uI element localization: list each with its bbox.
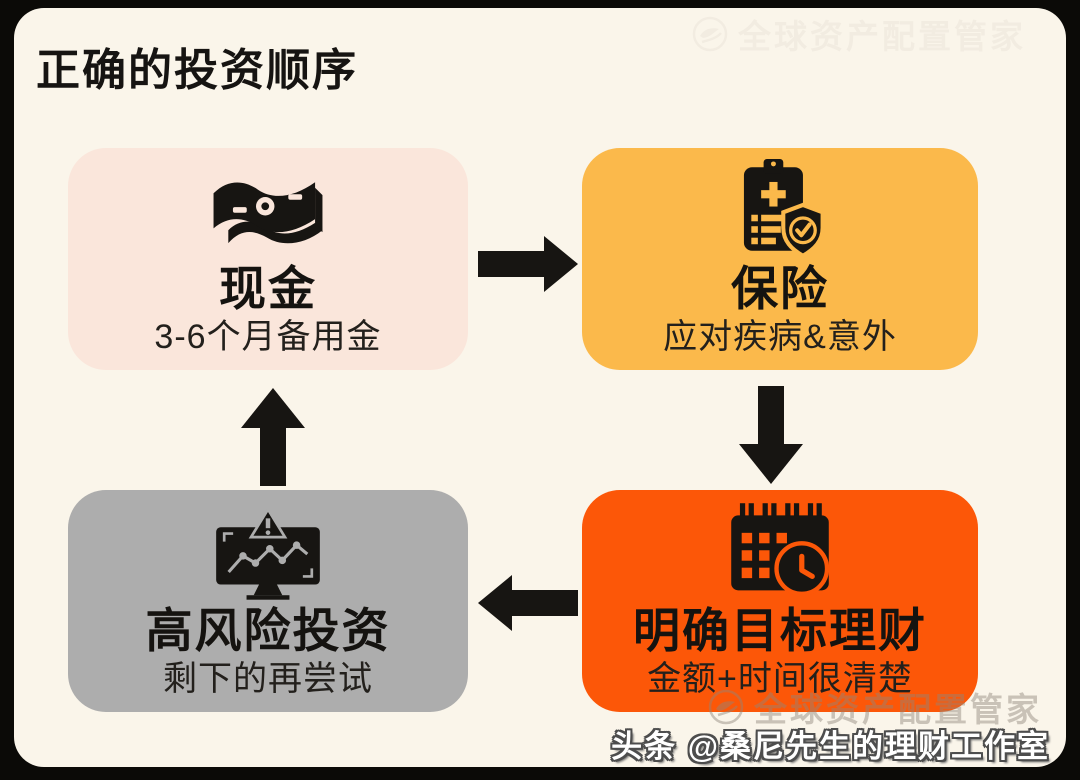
- node-subtitle-insurance: 应对疾病&意外: [663, 318, 897, 357]
- watermark-text: 全球资产配置管家: [754, 691, 1042, 728]
- banknote-icon: [208, 159, 328, 259]
- medical-clipboard-shield-icon: [734, 159, 826, 259]
- author-byline: 头条 @桑尼先生的理财工作室: [611, 729, 1050, 764]
- brand-watermark-bottom: 全球资产配置管家: [706, 683, 1042, 731]
- bird-logo-icon: [708, 689, 744, 725]
- watermark-text: 全球资产配置管家: [738, 18, 1026, 55]
- flow-node-risk: 高风险投资 剩下的再尝试: [68, 490, 468, 712]
- node-title-cash: 现金: [219, 262, 317, 316]
- brand-watermark-top: 全球资产配置管家: [690, 10, 1026, 58]
- calendar-clock-icon: [726, 501, 834, 601]
- arrow-right-cash-to-insurance: [478, 235, 578, 293]
- node-subtitle-cash: 3-6个月备用金: [154, 318, 382, 357]
- node-title-insurance: 保险: [731, 262, 829, 316]
- arrow-left-goal-to-risk: [478, 574, 578, 632]
- monitor-chart-warning-icon: [209, 501, 327, 601]
- flow-node-goal: 明确目标理财 金额+时间很清楚: [582, 490, 978, 712]
- node-subtitle-goal: 金额+时间很清楚: [647, 660, 913, 699]
- flow-node-insurance: 保险 应对疾病&意外: [582, 148, 978, 370]
- flow-node-cash: 现金 3-6个月备用金: [68, 148, 468, 370]
- bird-logo-icon: [692, 16, 728, 52]
- node-title-risk: 高风险投资: [145, 604, 391, 658]
- page-title: 正确的投资顺序: [36, 46, 358, 95]
- infographic-card: 正确的投资顺序 现金 3-6个月备用金: [14, 8, 1066, 767]
- arrow-down-insurance-to-goal: [738, 386, 804, 484]
- arrow-up-risk-to-cash: [240, 386, 306, 486]
- node-subtitle-risk: 剩下的再尝试: [163, 660, 373, 699]
- node-title-goal: 明确目标理财: [633, 604, 927, 658]
